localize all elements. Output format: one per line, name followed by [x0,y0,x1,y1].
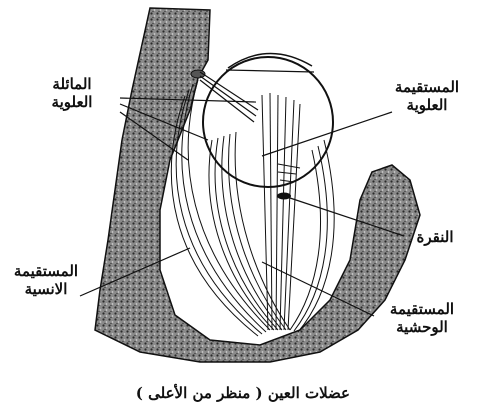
label-lateral-rectus: المستقيمة الوحشية [380,300,464,336]
fovea-mark [277,193,291,200]
label-medial-rectus: المستقيمة الانسية [6,262,86,298]
eyeball [203,57,333,187]
label-fovea: النقرة [408,228,462,246]
diagram-caption: عضلات العين ( منظر من الأعلى ) [150,384,350,402]
label-superior-rectus: المستقيمة العلوية [384,78,470,114]
label-superior-oblique: المائلة العلوية [32,75,112,111]
